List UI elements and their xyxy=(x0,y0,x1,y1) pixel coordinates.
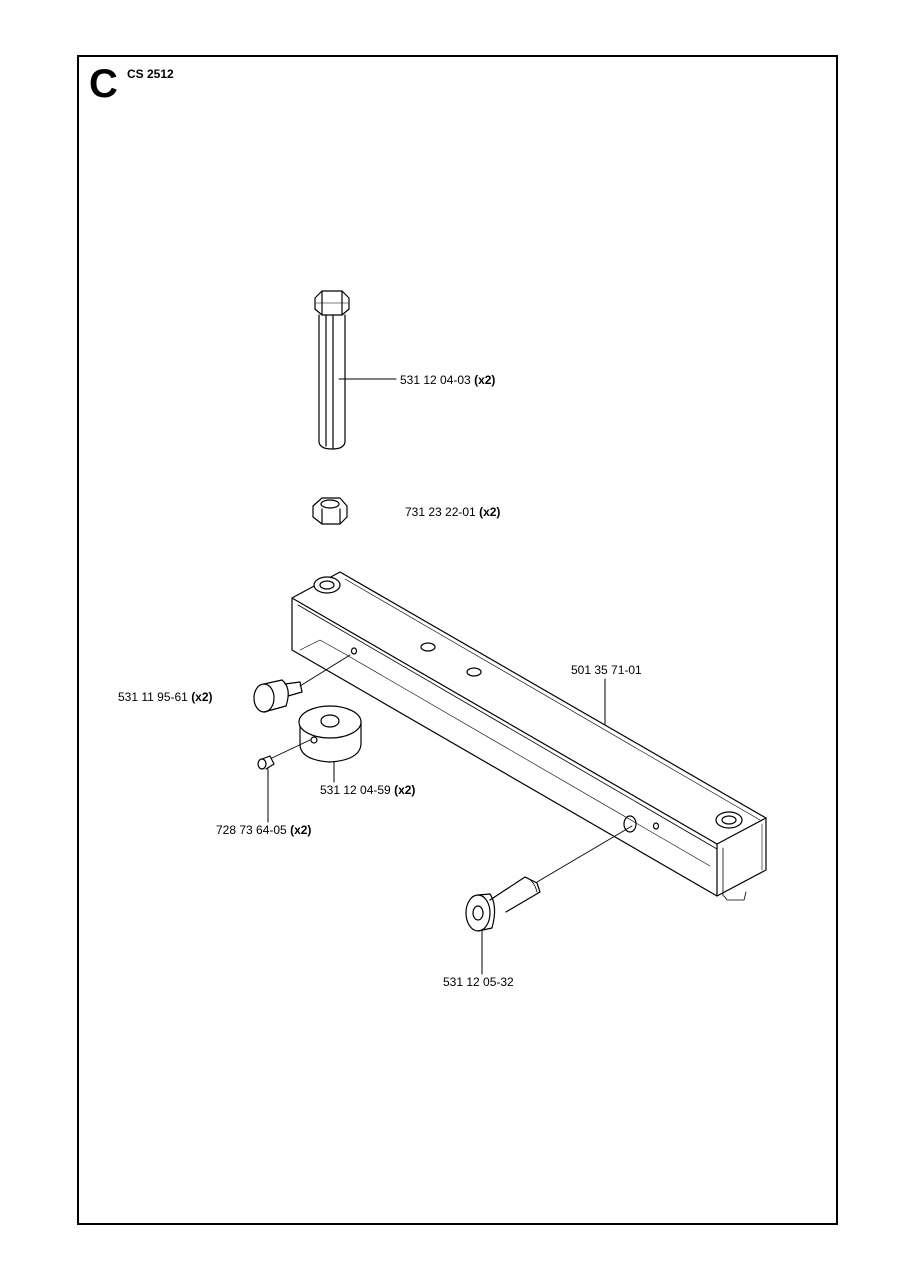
part-label-collar: 531 12 04-59 (x2) xyxy=(320,783,416,797)
bolt-drawing xyxy=(314,290,350,450)
knob-drawing xyxy=(253,654,351,713)
drawing-frame xyxy=(77,55,838,1225)
model-name: CS 2512 xyxy=(127,67,174,81)
part-label-bolt: 531 12 04-03 (x2) xyxy=(400,373,496,387)
beam-drawing xyxy=(291,571,767,901)
section-letter: C xyxy=(89,62,118,106)
setscrew-drawing xyxy=(257,739,311,770)
part-label-setscrew: 728 73 64-05 (x2) xyxy=(216,823,312,837)
collar-drawing xyxy=(298,705,362,763)
part-label-knob: 531 11 95-61 (x2) xyxy=(118,690,213,704)
part-label-nut: 731 23 22-01 (x2) xyxy=(405,505,501,519)
part-label-pin: 531 12 05-32 xyxy=(443,975,514,989)
part-label-beam: 501 35 71-01 xyxy=(571,663,642,677)
nut-drawing xyxy=(312,497,348,525)
leader-lines xyxy=(267,378,606,975)
pin-drawing xyxy=(465,825,633,932)
